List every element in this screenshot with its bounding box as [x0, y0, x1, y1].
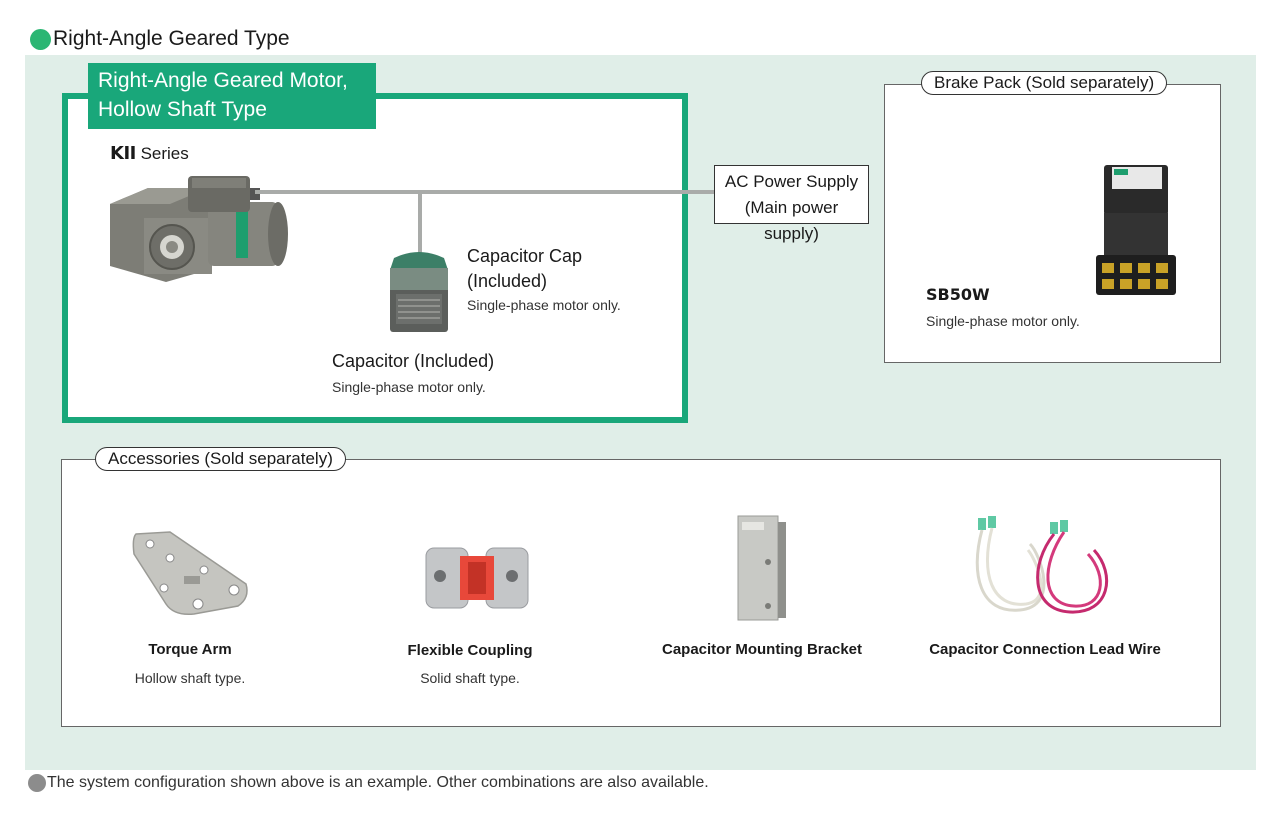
geared-motor-image [110, 176, 288, 282]
capacitor-mounting-bracket-image [737, 515, 786, 621]
flexible-coupling-note: Solid shaft type. [420, 670, 520, 686]
power-wire-horizontal [255, 190, 715, 194]
torque-arm-label: Torque Arm [148, 641, 232, 658]
green-bullet-icon [30, 28, 51, 50]
flexible-coupling-image [425, 547, 529, 609]
brake-pack-image [1096, 165, 1176, 295]
brake-pack-note: Single-phase motor only. [926, 313, 1080, 329]
series-label: KII Series [110, 143, 189, 164]
footer-note: The system configuration shown above is … [28, 774, 709, 792]
brake-pack-model: SB50W [926, 285, 990, 304]
footer-text: The system configuration shown above is … [47, 774, 709, 791]
capacitor-lead-wire-label: Capacitor Connection Lead Wire [929, 641, 1161, 658]
motor-title-line2: Hollow Shaft Type [98, 98, 267, 121]
capacitor-title: Capacitor (Included) [332, 351, 495, 371]
capacitor-lead-wire-image [975, 516, 1109, 614]
capacitor-cap-title-line2: (Included) [467, 271, 548, 291]
capacitor-note: Single-phase motor only. [332, 379, 486, 395]
power-wire-vertical [418, 190, 422, 258]
motor-title-line1: Right-Angle Geared Motor, [98, 69, 348, 92]
grey-bullet-icon [28, 774, 46, 792]
ac-power-line1: AC Power Supply [724, 172, 859, 191]
series-text: Series [140, 144, 189, 163]
capacitor-image [390, 252, 448, 332]
section-heading-text: Right-Angle Geared Type [53, 27, 290, 50]
capacitor-cap-title: Capacitor Cap (Included) [467, 244, 582, 294]
capacitor-cap-title-line1: Capacitor Cap [467, 246, 583, 266]
motor-title-tab: Right-Angle Geared Motor, Hollow Shaft T… [88, 63, 376, 129]
torque-arm-image [132, 531, 248, 616]
ac-power-supply-box: AC Power Supply (Main power supply) [714, 165, 869, 243]
torque-arm-note: Hollow shaft type. [134, 670, 246, 686]
kii-logo: KII [110, 143, 136, 164]
capacitor-mounting-bracket-label: Capacitor Mounting Bracket [661, 641, 863, 658]
brake-pack-title: Brake Pack (Sold separately) [921, 71, 1168, 95]
accessories-box [61, 459, 1221, 727]
ac-power-line2: (Main power supply) [744, 198, 839, 243]
accessories-title: Accessories (Sold separately) [95, 447, 346, 471]
section-heading: Right-Angle Geared Type [30, 27, 290, 51]
capacitor-cap-note: Single-phase motor only. [467, 297, 621, 313]
flexible-coupling-label: Flexible Coupling [407, 642, 533, 659]
